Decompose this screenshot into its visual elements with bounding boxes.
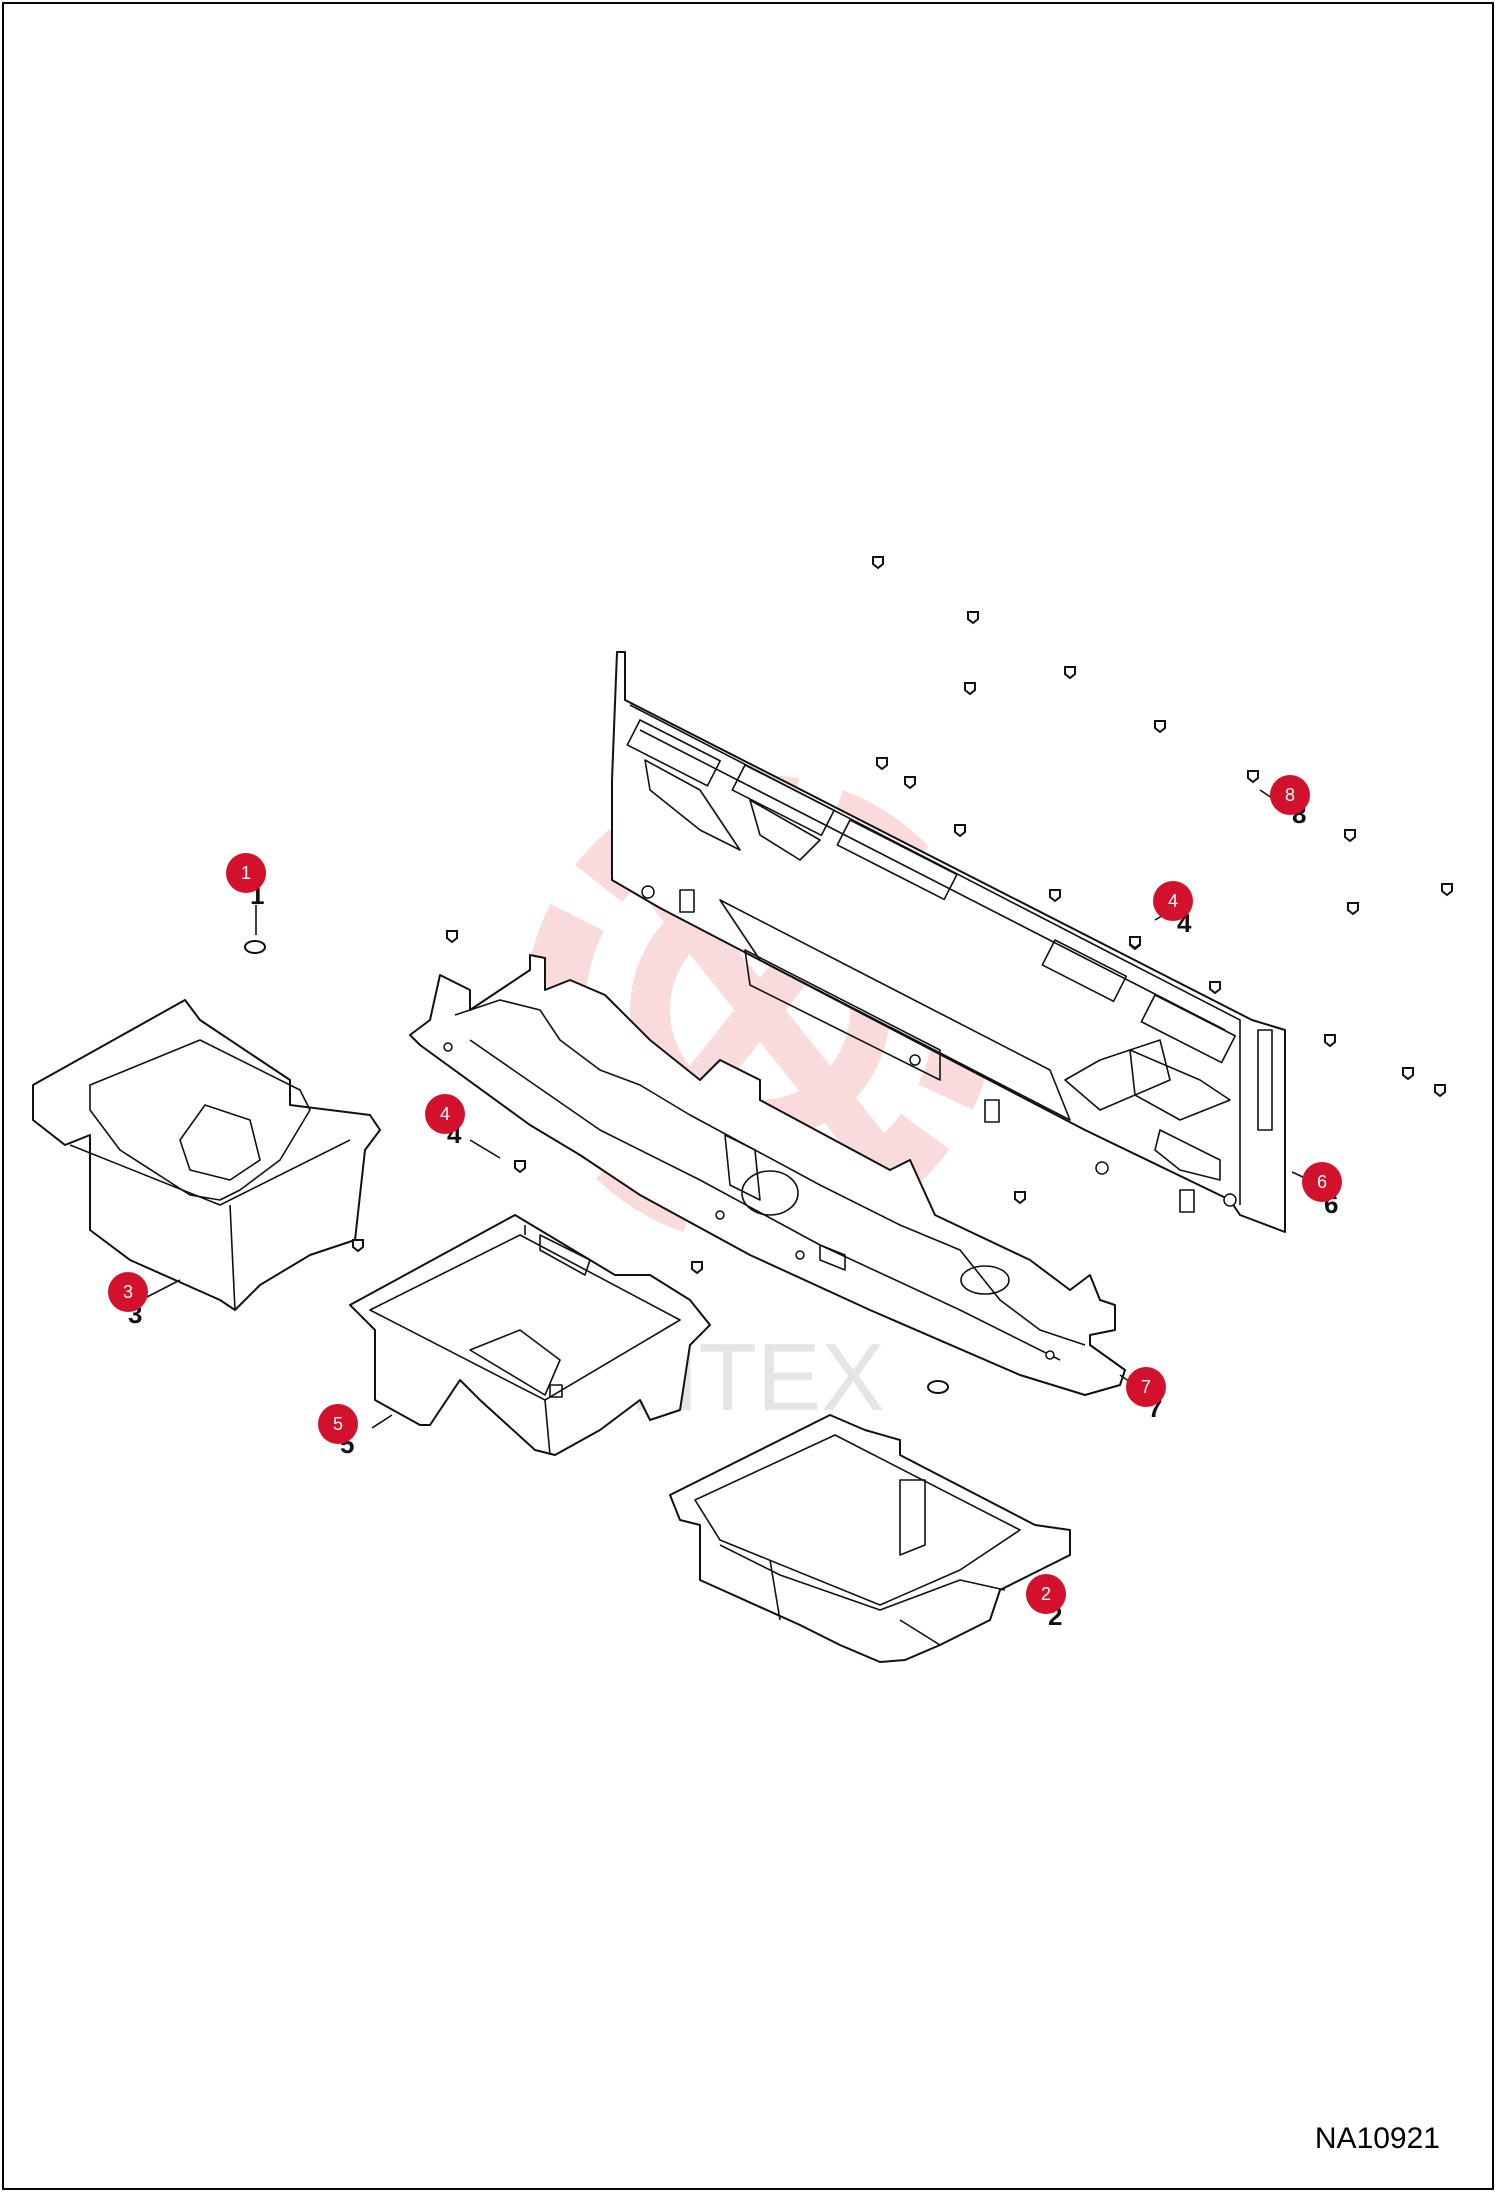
callout-4a[interactable]: 4 <box>1153 881 1193 921</box>
part-5-center-bin <box>349 1214 711 1456</box>
callout-1-label: 1 <box>241 863 251 883</box>
callout-3[interactable]: 3 <box>108 1272 148 1312</box>
callout-7[interactable]: 7 <box>1126 1367 1166 1407</box>
callout-8-label: 8 <box>1285 785 1295 805</box>
callout-2-label: 2 <box>1041 1584 1051 1604</box>
callout-3-label: 3 <box>123 1282 133 1302</box>
callout-6[interactable]: 6 <box>1302 1162 1342 1202</box>
callout-5-label: 5 <box>333 1414 343 1434</box>
drawing-id: NA10921 <box>1314 2122 1440 2155</box>
callout-4a-label: 4 <box>1168 891 1178 911</box>
callout-2[interactable]: 2 <box>1026 1574 1066 1614</box>
fastener-group <box>352 556 1453 1275</box>
callout-4b-label: 4 <box>440 1104 450 1124</box>
callout-6-label: 6 <box>1317 1172 1327 1192</box>
callout-8[interactable]: 8 <box>1270 775 1310 815</box>
part-6-rear-panel <box>611 651 1286 1233</box>
callout-1[interactable]: 1 <box>226 853 266 893</box>
callout-5[interactable]: 5 <box>318 1404 358 1444</box>
part-3-left-bin <box>32 999 381 1311</box>
part-1-clip-2 <box>927 1380 949 1394</box>
part-7-floor-channel <box>409 954 1126 1396</box>
part-2-right-bin <box>669 1414 1071 1663</box>
callout-7-label: 7 <box>1141 1377 1151 1397</box>
part-1-clip <box>244 940 266 954</box>
callout-4b[interactable]: 4 <box>425 1094 465 1134</box>
